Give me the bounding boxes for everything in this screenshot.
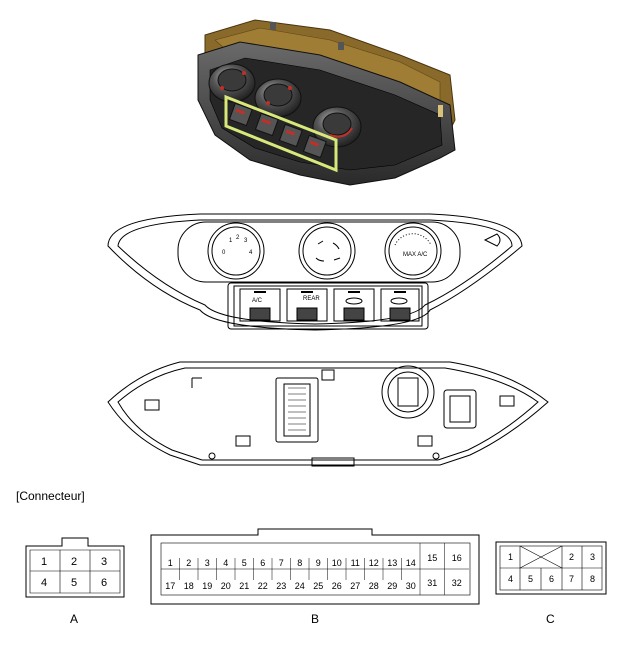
knob-center-3d — [254, 78, 302, 118]
buttons-3d — [228, 102, 327, 159]
pin-b-12: 12 — [369, 558, 379, 568]
pin-b-2: 2 — [186, 558, 191, 568]
pin-b-7: 7 — [279, 558, 284, 568]
pin-b-13: 13 — [387, 558, 397, 568]
fan-mark-4: 4 — [249, 250, 253, 256]
ac-button-label: A/C — [252, 298, 263, 304]
pin-c-7: 7 — [569, 574, 574, 584]
connector-a-label: A — [70, 612, 79, 626]
pin-a-3: 3 — [101, 556, 107, 568]
fan-mark-2: 2 — [236, 235, 240, 241]
pin-b-20: 20 — [221, 581, 231, 591]
pin-b-29: 29 — [387, 581, 397, 591]
pin-b-17: 17 — [165, 581, 175, 591]
pin-a-5: 5 — [71, 577, 77, 589]
front-buttons — [239, 288, 420, 322]
pin-b-28: 28 — [369, 581, 379, 591]
pin-a-2: 2 — [71, 556, 77, 568]
unit-3d-render — [197, 19, 456, 186]
pin-b-14: 14 — [406, 558, 416, 568]
connector-a: 1 2 3 4 5 6 — [25, 537, 125, 598]
unit-front-view — [107, 213, 523, 331]
pin-b-18: 18 — [184, 581, 194, 591]
pin-b-15: 15 — [427, 553, 437, 563]
pin-b-5: 5 — [242, 558, 247, 568]
pin-c-4: 4 — [508, 574, 513, 584]
pin-b-3: 3 — [205, 558, 210, 568]
rear-button-label: REAR — [303, 296, 320, 302]
connector-b-label: B — [311, 612, 320, 626]
pin-a-1: 1 — [41, 556, 47, 568]
pin-b-21: 21 — [239, 581, 249, 591]
pin-b-23: 23 — [276, 581, 286, 591]
pin-b-32: 32 — [452, 578, 462, 588]
pin-b-10: 10 — [332, 558, 342, 568]
pin-c-5: 5 — [528, 574, 533, 584]
pin-b-16: 16 — [452, 553, 462, 563]
pin-b-25: 25 — [313, 581, 323, 591]
front-markings: 0 1 2 3 4 MAX A/C A/C REAR — [222, 235, 428, 304]
pin-b-1: 1 — [168, 558, 173, 568]
temp-dial — [384, 222, 442, 280]
fan-dial — [207, 222, 265, 280]
pin-b-27: 27 — [350, 581, 360, 591]
connector-c-label: C — [546, 612, 555, 626]
connector-section-title: [Connecteur] — [16, 489, 85, 503]
temp-dial-label: MAX A/C — [403, 252, 428, 258]
connector-c: 1 2 3 4 5 6 7 8 — [495, 541, 607, 595]
pin-c-6: 6 — [549, 574, 554, 584]
pin-c-8: 8 — [590, 574, 595, 584]
pin-a-4: 4 — [41, 577, 47, 589]
pin-b-24: 24 — [295, 581, 305, 591]
pin-b-22: 22 — [258, 581, 268, 591]
unit-rear-view — [107, 361, 549, 467]
pin-b-11: 11 — [351, 558, 360, 568]
pin-b-30: 30 — [406, 581, 416, 591]
fan-mark-1: 1 — [229, 238, 233, 244]
pin-b-31: 31 — [427, 578, 437, 588]
pin-b-6: 6 — [260, 558, 265, 568]
fan-mark-3: 3 — [244, 238, 248, 244]
pin-b-8: 8 — [297, 558, 302, 568]
pin-b-26: 26 — [332, 581, 342, 591]
pin-a-6: 6 — [101, 577, 107, 589]
mode-dial — [298, 222, 356, 280]
fan-mark-0: 0 — [222, 250, 226, 256]
pin-c-2: 2 — [569, 552, 574, 562]
pin-b-4: 4 — [223, 558, 228, 568]
pin-c-3: 3 — [590, 552, 595, 562]
pin-c-1: 1 — [508, 552, 513, 562]
knob-left-3d — [208, 63, 256, 103]
pin-b-9: 9 — [316, 558, 321, 568]
pin-b-19: 19 — [202, 581, 212, 591]
